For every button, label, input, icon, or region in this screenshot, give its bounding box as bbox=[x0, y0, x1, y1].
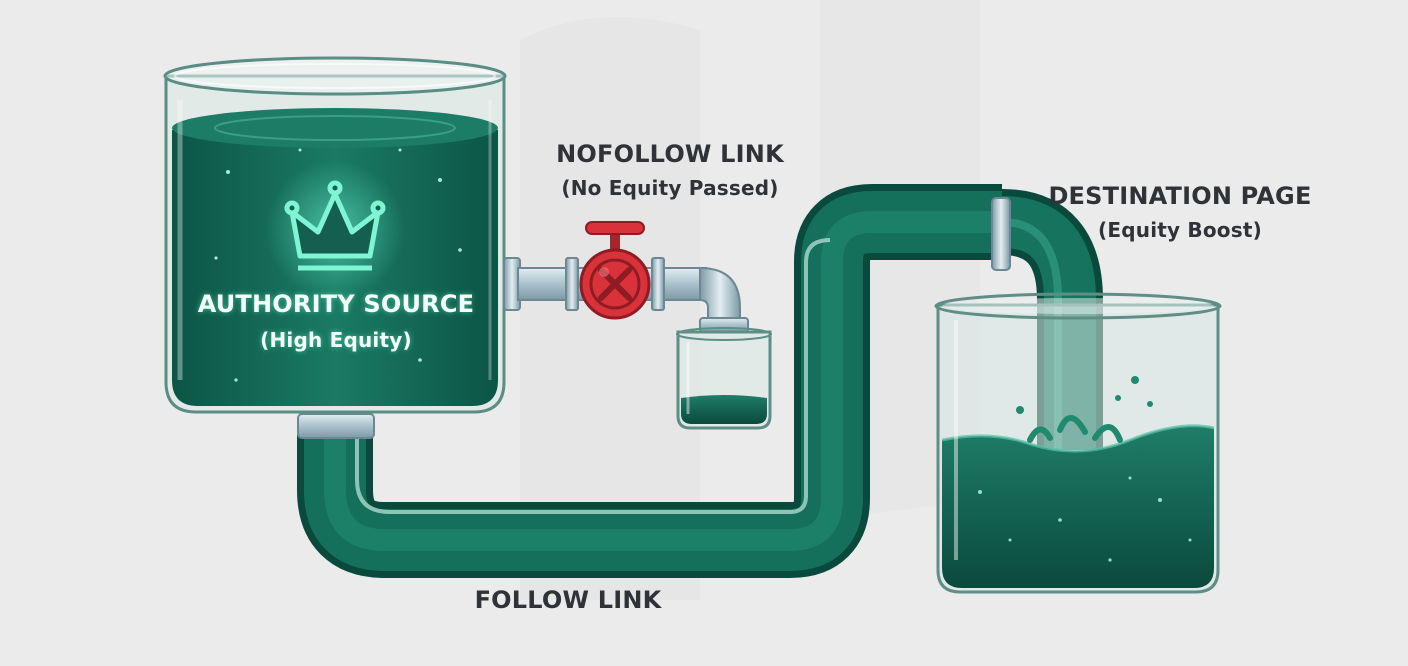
nofollow-link-title: NOFOLLOW LINK bbox=[556, 140, 784, 168]
authority-source-title: AUTHORITY SOURCE bbox=[197, 290, 475, 318]
destination-page-subtitle: (Equity Boost) bbox=[1098, 218, 1262, 242]
destination-beaker bbox=[934, 292, 1222, 594]
nofollow-link-subtitle: (No Equity Passed) bbox=[561, 176, 779, 200]
pipe-joint-ring bbox=[991, 197, 1011, 271]
follow-link-pipe bbox=[297, 184, 1002, 578]
authority-source-subtitle: (High Equity) bbox=[260, 328, 412, 352]
nofollow-cup bbox=[676, 327, 772, 430]
crown-icon bbox=[284, 180, 386, 271]
closed-valve-icon bbox=[579, 221, 651, 320]
follow-link-title: FOLLOW LINK bbox=[474, 586, 662, 614]
destination-page-title: DESTINATION PAGE bbox=[1048, 182, 1312, 210]
